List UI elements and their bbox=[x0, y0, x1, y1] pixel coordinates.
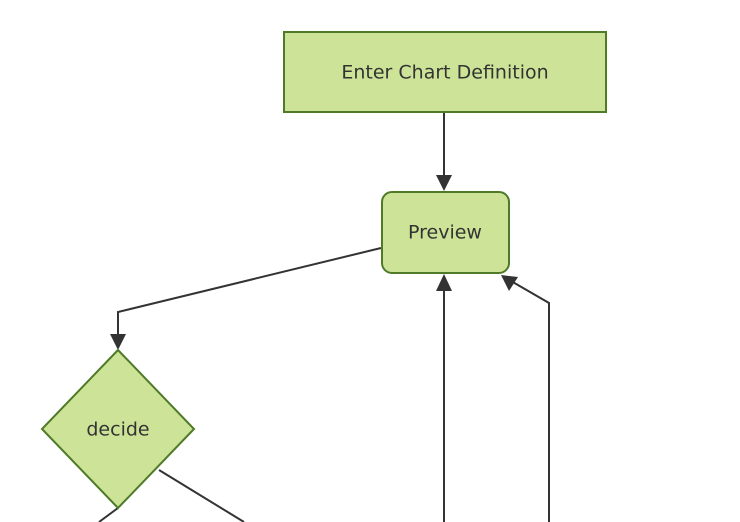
edge-decide-down-left[interactable] bbox=[98, 507, 119, 522]
arrowhead-down-icon bbox=[110, 334, 126, 350]
edge-decide-down-left-line bbox=[98, 507, 119, 522]
node-decide-shape bbox=[40, 348, 196, 510]
node-decide[interactable]: decide bbox=[40, 348, 196, 510]
edge-layer bbox=[98, 113, 550, 522]
edge-preview-to-decide[interactable] bbox=[110, 247, 382, 350]
edge-preview-to-decide-line bbox=[117, 247, 382, 341]
edge-decide-down-right[interactable] bbox=[158, 469, 245, 522]
arrowhead-up-left-icon bbox=[501, 275, 518, 291]
edge-bottom-center-to-preview[interactable] bbox=[436, 274, 452, 522]
arrowhead-down-icon bbox=[436, 175, 452, 191]
edge-bottom-right-to-preview-line bbox=[510, 280, 550, 522]
node-preview-shape bbox=[381, 191, 510, 274]
edge-bottom-right-to-preview[interactable] bbox=[501, 275, 550, 522]
node-enter-chart-definition-shape bbox=[283, 31, 607, 113]
edge-enter-to-preview[interactable] bbox=[436, 113, 452, 191]
edge-decide-down-right-line bbox=[158, 469, 245, 522]
node-preview[interactable]: Preview bbox=[381, 191, 510, 274]
node-enter-chart-definition[interactable]: Enter Chart Definition bbox=[283, 31, 607, 113]
node-layer: Enter Chart Definition Preview decide bbox=[40, 31, 607, 510]
arrowhead-up-icon bbox=[436, 274, 452, 291]
